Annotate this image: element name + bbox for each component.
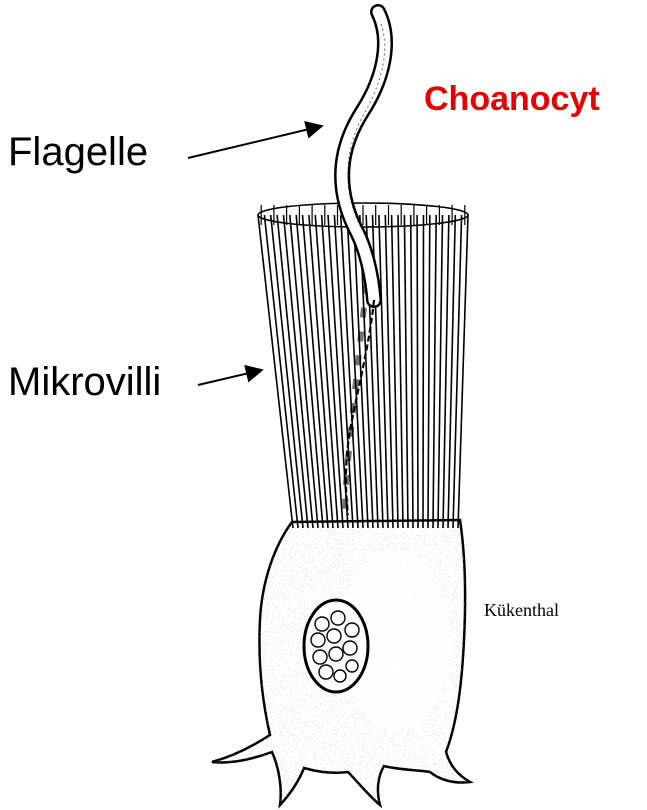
microvillus xyxy=(417,215,418,528)
microvillus xyxy=(458,215,468,528)
microvillus xyxy=(433,215,436,528)
diagram-title: Choanocyt xyxy=(424,80,600,119)
microvillus xyxy=(398,215,403,528)
microvillus xyxy=(423,215,424,528)
microvillus xyxy=(438,215,443,528)
flagellum-label: Flagelle xyxy=(8,130,148,175)
microvilli-label: Mikrovilli xyxy=(8,360,161,405)
flagellum-pointer-arrow xyxy=(188,126,322,158)
microvillus xyxy=(428,215,430,528)
microvilli-pointer-arrow xyxy=(198,370,262,385)
microvillus xyxy=(411,215,413,528)
microvillus xyxy=(309,215,333,528)
microvillus xyxy=(404,215,408,528)
illustration-credit: Kükenthal xyxy=(484,600,559,621)
microvillus xyxy=(443,215,449,528)
